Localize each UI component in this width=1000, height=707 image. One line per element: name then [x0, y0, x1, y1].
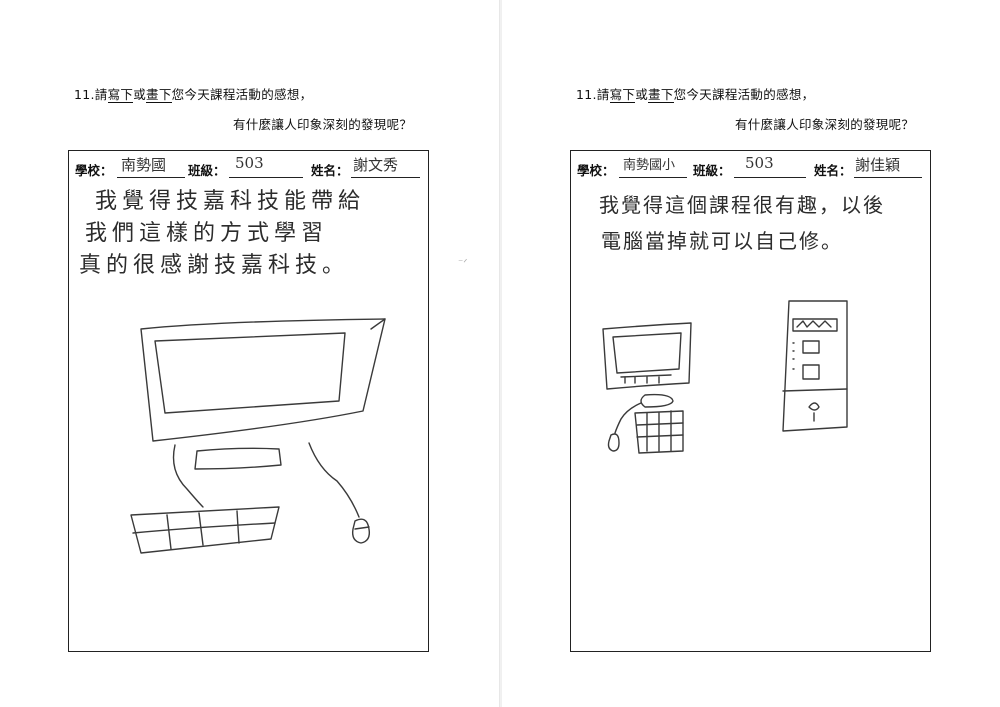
mouse-sketch [351, 518, 371, 544]
school-underline [117, 177, 185, 178]
name-label: 姓名： [311, 163, 349, 178]
page-fold [499, 0, 503, 707]
class-value-right: 503 [745, 154, 774, 172]
school-label-right: 學校： [577, 163, 615, 178]
keyboard-sketch-right [634, 410, 684, 454]
essay-line-2: 我們這樣的方式學習 [85, 221, 329, 246]
school-label: 學校： [75, 163, 113, 178]
name-label-right: 姓名： [814, 163, 852, 178]
monitor-sketch-right [602, 322, 692, 434]
essay-line-2-right: 電腦當掉就可以自己修。 [601, 229, 843, 253]
student-info-row-right: 學校： 南勢國小 班級： 503 姓名： 謝佳穎 [577, 154, 922, 178]
worksheet-right: 11.請寫下或畫下您今天課程活動的感想， 有什麼讓人印象深刻的發現呢？ 學校： … [502, 0, 1000, 707]
school-underline-right [619, 177, 687, 178]
student-info-row: 學校： 南勢國 班級： 503 姓名： 謝文秀 [75, 154, 420, 178]
class-underline [229, 177, 303, 178]
name-value: 謝文秀 [353, 156, 399, 174]
computer-drawing [130, 318, 386, 554]
computer-tower-sketch [782, 300, 848, 432]
monitor-sketch [140, 318, 386, 518]
mouse-sketch-right [607, 433, 620, 452]
class-label: 班級： [188, 163, 226, 178]
question-number: 11. [74, 87, 95, 102]
name-underline-right [854, 177, 922, 178]
school-value: 南勢國 [121, 156, 167, 174]
answer-box-right: 學校： 南勢國小 班級： 503 姓名： 謝佳穎 我覺得這個課程很有趣，以後 電… [570, 150, 931, 652]
name-underline [351, 177, 420, 178]
class-label-right: 班級： [693, 163, 731, 178]
keyboard-sketch [130, 506, 280, 554]
essay-line-3: 真的很感謝技嘉科技。 [79, 253, 350, 278]
question-line-1: 11.請寫下或畫下您今天課程活動的感想， [74, 87, 313, 103]
draw-underlined: 畫下 [146, 87, 172, 103]
question-line-1-right: 11.請寫下或畫下您今天課程活動的感想， [576, 87, 815, 103]
answer-box: 學校： 南勢國 班級： 503 姓名： 謝文秀 我覺得技嘉科技能帶給 我們這樣的… [68, 150, 429, 652]
question-line-2: 有什麼讓人印象深刻的發現呢？ [233, 117, 413, 132]
computer-drawing-right [602, 300, 848, 454]
write-underlined: 寫下 [107, 87, 134, 103]
essay-line-1-right: 我覺得這個課程很有趣，以後 [599, 193, 885, 217]
worksheet-left: 11.請寫下或畫下您今天課程活動的感想， 有什麼讓人印象深刻的發現呢？ 學校： … [0, 0, 500, 707]
name-value-right: 謝佳穎 [855, 156, 901, 174]
question-line-2-right: 有什麼讓人印象深刻的發現呢？ [735, 117, 915, 132]
class-underline-right [734, 177, 806, 178]
essay-line-1: 我覺得技嘉科技能帶給 [95, 189, 366, 214]
scan-mark: ⁻ᐟ [458, 258, 468, 269]
school-value-right: 南勢國小 [623, 158, 676, 173]
class-value: 503 [235, 154, 264, 172]
